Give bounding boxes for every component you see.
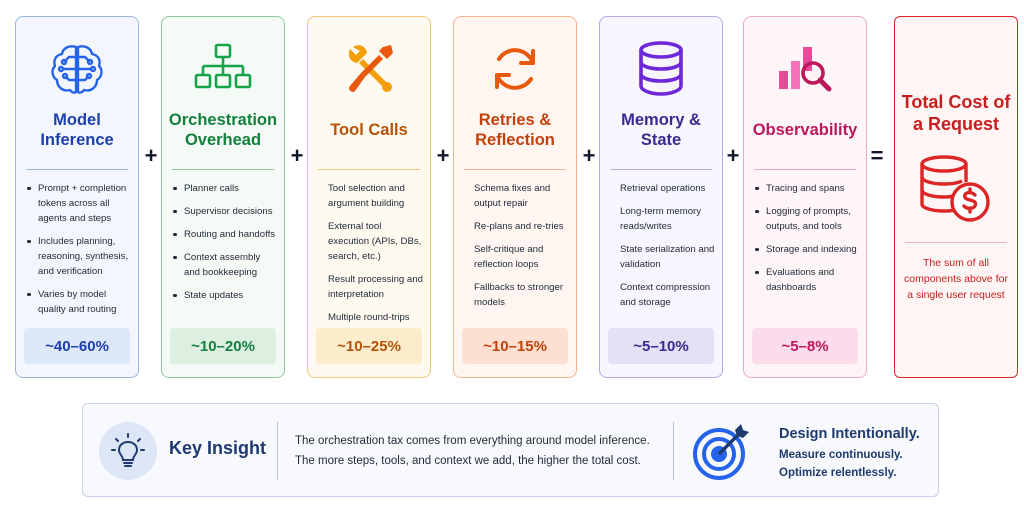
wrench-screwdriver-icon bbox=[308, 35, 430, 103]
equals-operator: = bbox=[870, 143, 884, 168]
card-items: Tool selection and argument building Ext… bbox=[318, 181, 424, 348]
divider bbox=[905, 242, 1007, 243]
card-items: Retrieval operations Long-term memory re… bbox=[610, 181, 716, 318]
component-card-observability: Observability Tracing and spans Logging … bbox=[743, 16, 867, 378]
list-item: Storage and indexing bbox=[754, 242, 860, 257]
list-item: Planner calls bbox=[172, 181, 278, 196]
component-card-retries-reflection: Retries & Reflection Schema fixes and ou… bbox=[453, 16, 577, 378]
list-item: Self-critique and reflection loops bbox=[474, 244, 544, 270]
insight-line: The orchestration tax comes from everyth… bbox=[295, 435, 650, 447]
percentage-badge: ~5–8% bbox=[752, 328, 858, 364]
target-icon bbox=[691, 420, 753, 482]
percentage-badge: ~5–10% bbox=[608, 328, 714, 364]
brain-icon bbox=[16, 35, 138, 103]
card-items: Prompt + completion tokens across all ag… bbox=[26, 181, 132, 325]
list-item: Prompt + completion tokens across all ag… bbox=[26, 181, 132, 226]
divider bbox=[318, 169, 420, 170]
insight-text: The orchestration tax comes from everyth… bbox=[295, 431, 665, 471]
design-title: Design Intentionally. bbox=[779, 426, 920, 442]
tagline-line: Optimize relentlessly. bbox=[779, 467, 897, 479]
total-cost-card: Total Cost of a Request The sum of all c… bbox=[894, 16, 1018, 378]
plus-operator: + bbox=[726, 143, 740, 168]
list-item: State updates bbox=[172, 288, 278, 303]
card-title: Tool Calls bbox=[330, 121, 408, 139]
hierarchy-icon bbox=[162, 35, 284, 103]
key-insight-banner: Key Insight The orchestration tax comes … bbox=[82, 403, 939, 497]
list-item: Schema fixes and output repair bbox=[474, 183, 551, 209]
list-item: External tool execution (APIs, DBs, sear… bbox=[328, 221, 422, 262]
plus-operator: + bbox=[582, 143, 596, 168]
card-items: Tracing and spans Logging of prompts, ou… bbox=[754, 181, 860, 303]
card-title: Observability bbox=[752, 121, 858, 139]
lightbulb-icon bbox=[99, 422, 157, 480]
card-title: Memory & State bbox=[621, 111, 701, 149]
plus-operator: + bbox=[290, 143, 304, 168]
component-card-orchestration-overhead: Orchestration Overhead Planner calls Sup… bbox=[161, 16, 285, 378]
total-description: The sum of all components above for a si… bbox=[904, 257, 1008, 301]
list-item: Includes planning, reasoning, synthesis,… bbox=[26, 234, 132, 279]
card-title: Retries & Reflection bbox=[475, 111, 555, 149]
database-icon bbox=[600, 35, 722, 103]
list-item: Retrieval operations bbox=[620, 183, 706, 194]
plus-operator: + bbox=[436, 143, 450, 168]
list-item: Re-plans and re-tries bbox=[474, 221, 564, 232]
chart-magnifier-icon bbox=[744, 35, 866, 103]
list-item: Tool selection and argument building bbox=[328, 183, 405, 209]
key-insight-label: Key Insight bbox=[169, 438, 267, 458]
list-item: State serialization and validation bbox=[620, 244, 715, 270]
tagline-line: Measure continuously. bbox=[779, 449, 903, 461]
insight-line: The more steps, tools, and context we ad… bbox=[295, 455, 641, 467]
coins-dollar-icon bbox=[895, 152, 1017, 228]
percentage-badge: ~10–15% bbox=[462, 328, 568, 364]
divider bbox=[610, 169, 712, 170]
list-item: Evaluations and dashboards bbox=[754, 265, 860, 295]
design-tagline: Measure continuously. Optimize relentles… bbox=[779, 446, 903, 482]
component-card-tool-calls: Tool Calls Tool selection and argument b… bbox=[307, 16, 431, 378]
list-item: Routing and handoffs bbox=[172, 227, 278, 242]
list-item: Tracing and spans bbox=[754, 181, 860, 196]
card-title: Orchestration Overhead bbox=[168, 111, 278, 149]
list-item: Logging of prompts, outputs, and tools bbox=[754, 204, 860, 234]
card-title: Model Inference bbox=[40, 111, 114, 149]
percentage-badge: ~40–60% bbox=[24, 328, 130, 364]
card-items: Schema fixes and output repair Re-plans … bbox=[464, 181, 570, 318]
divider bbox=[754, 169, 856, 170]
plus-operator: + bbox=[144, 143, 158, 168]
divider bbox=[277, 422, 278, 480]
list-item: Fallbacks to stronger models bbox=[474, 282, 564, 308]
list-item: Supervisor decisions bbox=[172, 204, 278, 219]
list-item: Context compression and storage bbox=[620, 282, 711, 308]
divider bbox=[464, 169, 566, 170]
list-item: Result processing and interpretation bbox=[328, 274, 423, 300]
total-title: Total Cost of a Request bbox=[901, 92, 1011, 134]
component-card-memory-state: Memory & State Retrieval operations Long… bbox=[599, 16, 723, 378]
card-items: Planner calls Supervisor decisions Routi… bbox=[172, 181, 278, 311]
list-item: Context assembly and bookkeeping bbox=[172, 250, 278, 280]
percentage-badge: ~10–20% bbox=[170, 328, 276, 364]
divider bbox=[172, 169, 274, 170]
percentage-badge: ~10–25% bbox=[316, 328, 422, 364]
divider bbox=[26, 169, 128, 170]
list-item: Long-term memory reads/writes bbox=[620, 206, 702, 232]
divider bbox=[673, 422, 674, 480]
refresh-icon bbox=[454, 35, 576, 103]
component-card-model-inference: Model Inference Prompt + completion toke… bbox=[15, 16, 139, 378]
list-item: Varies by model quality and routing bbox=[26, 287, 132, 317]
